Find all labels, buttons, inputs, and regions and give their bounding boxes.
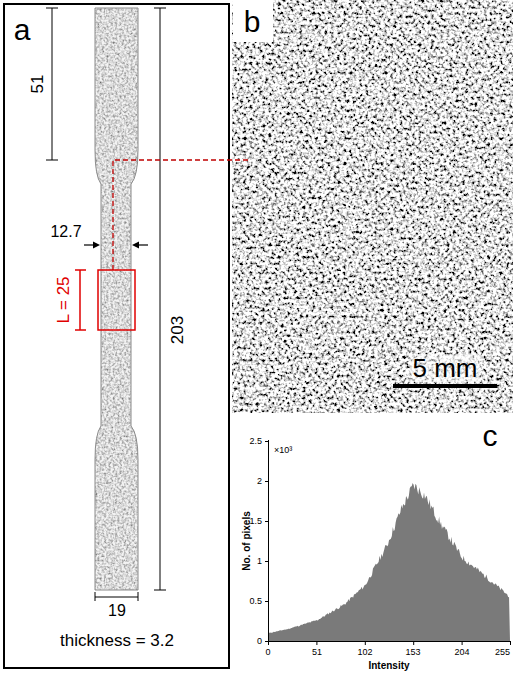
tick-label: 0.5	[249, 597, 262, 606]
tick-label: 153	[405, 648, 420, 657]
specimen-texture	[90, 4, 145, 594]
tick-label: 0	[257, 637, 262, 646]
axis-ticks	[265, 442, 511, 646]
axis-title: Intensity	[368, 661, 409, 671]
histogram-area	[269, 483, 510, 641]
speckle-ground	[232, 0, 513, 413]
axis-tick	[265, 561, 268, 562]
dimension-line	[154, 8, 166, 590]
specimen-body	[90, 4, 145, 594]
panel-letter: c	[481, 421, 500, 451]
tick-label: 2.5	[249, 437, 262, 446]
axis-tick	[265, 641, 268, 642]
dimension-label: L = 25	[55, 274, 72, 325]
dimension-line	[95, 592, 138, 601]
panel-letter-patch	[233, 0, 273, 42]
tick-label: 2	[257, 477, 262, 486]
dimension-label: 203	[169, 314, 186, 346]
axis-tick	[462, 642, 463, 645]
zoom-leader	[113, 160, 250, 270]
scale-label: 5 mm	[410, 354, 481, 382]
tick-label: 204	[454, 648, 469, 657]
axis-tick	[265, 481, 268, 482]
axis-tick	[413, 642, 414, 645]
dimension-label: 19	[106, 603, 128, 619]
thickness-note: thickness = 3.2	[58, 632, 176, 649]
chart-axes	[268, 440, 511, 642]
tick-label: 51	[312, 648, 322, 657]
axis-tick	[265, 601, 268, 602]
scale-bar	[393, 384, 497, 388]
chart-ground	[232, 413, 513, 676]
axis-tick	[510, 642, 511, 645]
axis-tick	[316, 642, 317, 645]
gauge-marker	[75, 270, 135, 330]
width-arrows	[84, 242, 148, 249]
specimen-outline	[95, 8, 138, 590]
axis-tick	[268, 642, 269, 645]
speckle-pattern	[232, 0, 513, 413]
panel-letter: b	[242, 7, 263, 37]
tick-label: 102	[357, 648, 372, 657]
axis-title: No. of pixels	[242, 511, 252, 570]
axis-tick	[265, 441, 268, 442]
panel-letter: a	[12, 15, 33, 45]
axis-tick	[365, 642, 366, 645]
tick-label: 1	[257, 557, 262, 566]
dimension-label: 51	[29, 73, 46, 96]
tick-label: 255	[495, 648, 510, 657]
panel-frame	[4, 4, 229, 668]
dimension-line	[46, 8, 58, 160]
dimension-label: 12.7	[48, 224, 83, 240]
axis-tick	[265, 521, 268, 522]
axis-multiplier: ×10³	[274, 446, 292, 455]
tick-label: 0	[265, 648, 270, 657]
